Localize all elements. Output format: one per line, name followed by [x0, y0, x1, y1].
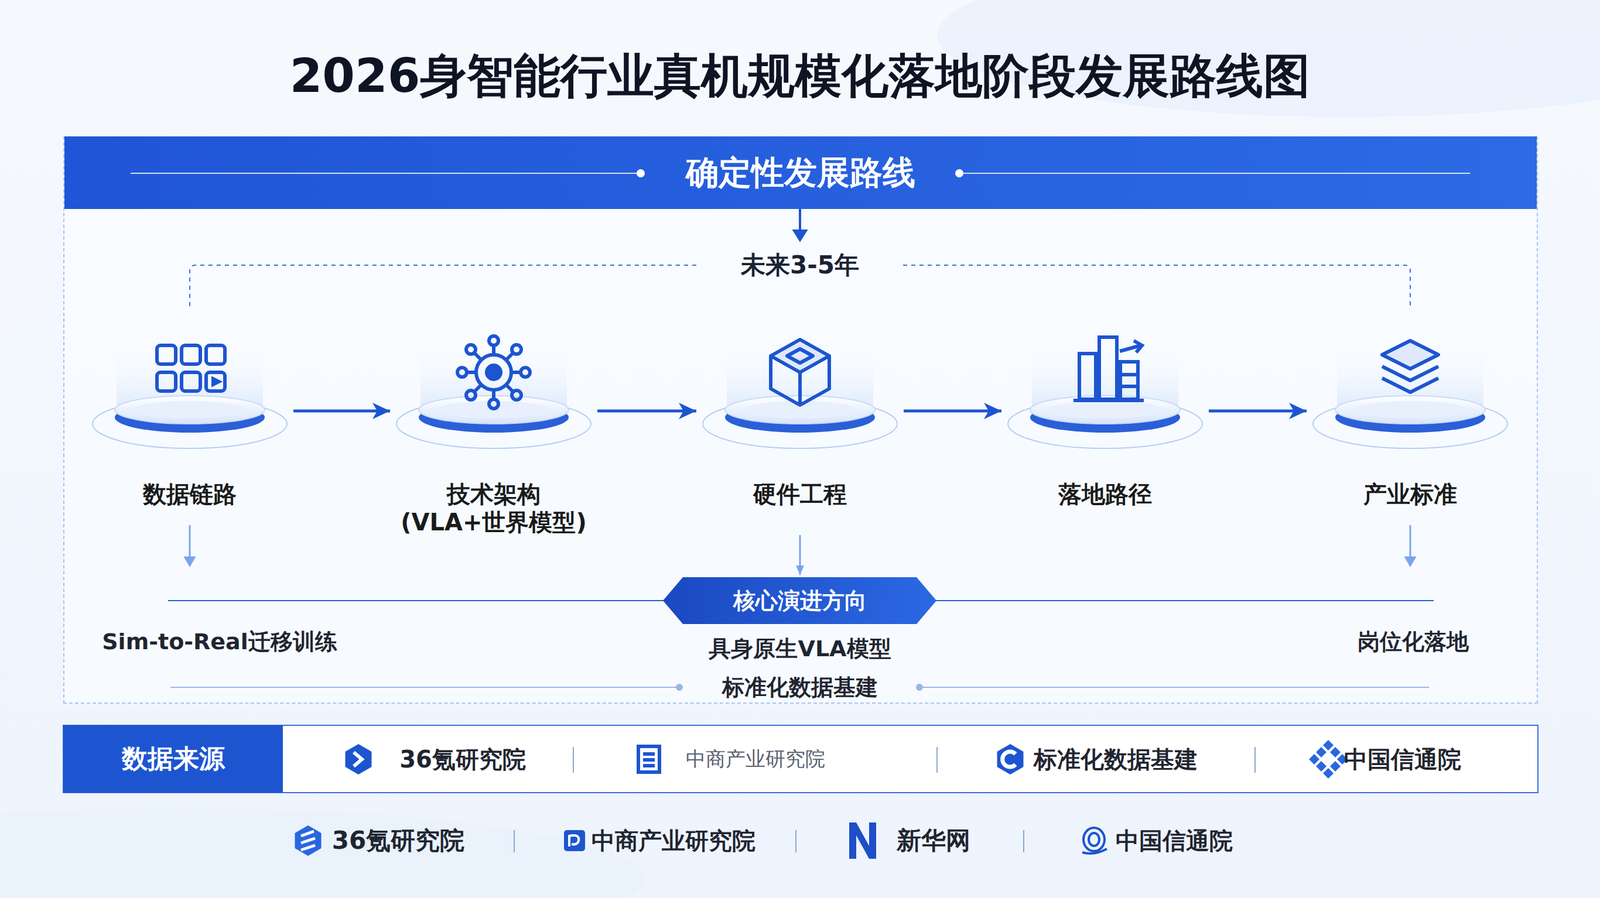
banner-outline [662, 577, 937, 625]
separator [572, 747, 574, 774]
askci-logo [638, 746, 660, 773]
caict-logo [1315, 747, 1327, 758]
askci-logo [563, 830, 586, 852]
source-name: 中国信通院 [1115, 825, 1233, 858]
banner-label: 核心演进方向 [733, 586, 867, 617]
separator [795, 830, 797, 853]
header-arrow [798, 209, 802, 234]
caict-logo [1308, 740, 1348, 779]
header-arrow [794, 230, 806, 241]
separator [1023, 830, 1025, 853]
caict-logo [1322, 768, 1334, 779]
header-arrow [794, 209, 806, 241]
kr-logo [295, 825, 322, 857]
askci-logo [563, 830, 586, 852]
caict-logo [1330, 761, 1341, 772]
caict-logo [1322, 740, 1334, 751]
askci-logo [569, 835, 579, 847]
stage-label: 落地路径 [1008, 480, 1202, 509]
flow-arrow [597, 409, 697, 413]
caict-logo [1330, 747, 1341, 758]
askci-logo [638, 746, 660, 773]
source-name: 36氪研究院 [399, 743, 526, 776]
source-tag: 数据来源 [63, 725, 283, 793]
askci-logo [643, 764, 655, 768]
standard-logo [1002, 751, 1016, 768]
caict-logo [1083, 828, 1105, 852]
caict-logo [1308, 754, 1320, 765]
standard-logo [997, 744, 1024, 775]
header-rule [130, 169, 1470, 177]
direction-banner: 核心演进方向 [662, 577, 937, 625]
source-name: 36氪研究院 [332, 824, 465, 858]
direction-item: Sim-to-Real迁移训练 [101, 627, 338, 658]
stage-label: 硬件工程 [703, 480, 897, 509]
kr-logo [345, 744, 372, 775]
stage-node: 技术架构 (VLA+世界模型) [397, 327, 591, 533]
stage-node: 落地路径 [1008, 327, 1202, 533]
stage-node: 数据链路 [93, 327, 287, 533]
standard-logo [997, 744, 1024, 775]
kr-logo [301, 831, 316, 851]
separator [513, 830, 515, 853]
source-name: 中商产业研究院 [685, 746, 826, 774]
flow-arrow [903, 409, 1002, 413]
askci-logo [643, 758, 655, 762]
stage-label: 数据链路 [93, 480, 287, 509]
direction-item: 岗位化落地 [1357, 627, 1469, 658]
flow-arrow [293, 409, 391, 413]
flow-arrow [1208, 409, 1307, 413]
flow-arrow [799, 535, 802, 576]
source-name: 标准化数据基建 [1033, 743, 1198, 776]
header-rule [130, 172, 638, 174]
source-name: 中商产业研究院 [591, 825, 756, 858]
source-name: 新华网 [896, 824, 971, 858]
background-wave [0, 808, 645, 898]
stage-node: 产业标准 [1313, 327, 1507, 533]
roadmap-panel: 数据链路 技术架构 (VLA+世界模型) 硬件工程 落地路径 产业标准核心演进方向 确定性… [63, 136, 1538, 704]
xinhua-logo [849, 822, 877, 860]
direction-item: 标准化数据基建 [722, 672, 878, 703]
caict-logo [1082, 828, 1107, 854]
source-name: 中国信通院 [1344, 743, 1462, 776]
stage-node: 硬件工程 [703, 327, 897, 533]
caict-logo [1315, 761, 1327, 772]
direction-item: 具身原生VLA模型 [708, 634, 891, 665]
panel-heading: 确定性发展路线 [685, 136, 916, 210]
kr-logo [295, 825, 322, 857]
source-strip [63, 725, 1538, 793]
diagram-title: 2026身智能行业真机规模化落地阶段发展路线图 [289, 45, 1311, 109]
kr-logo [353, 752, 362, 767]
stage-label: 技术架构 (VLA+世界模型) [397, 480, 591, 537]
askci-logo [643, 752, 655, 757]
separator [936, 747, 938, 774]
timeframe-label: 未来3-5年 [740, 248, 860, 282]
header-rule [637, 169, 645, 177]
header-rule [955, 169, 963, 177]
caict-logo [1088, 833, 1100, 847]
caict-logo [1082, 849, 1107, 854]
source-heading: 数据来源 [121, 742, 225, 777]
separator [1254, 747, 1256, 774]
panel-fill [63, 136, 1538, 704]
kr-logo [345, 744, 372, 775]
header-rule [962, 172, 1470, 174]
stage-label: 产业标准 [1313, 480, 1507, 509]
